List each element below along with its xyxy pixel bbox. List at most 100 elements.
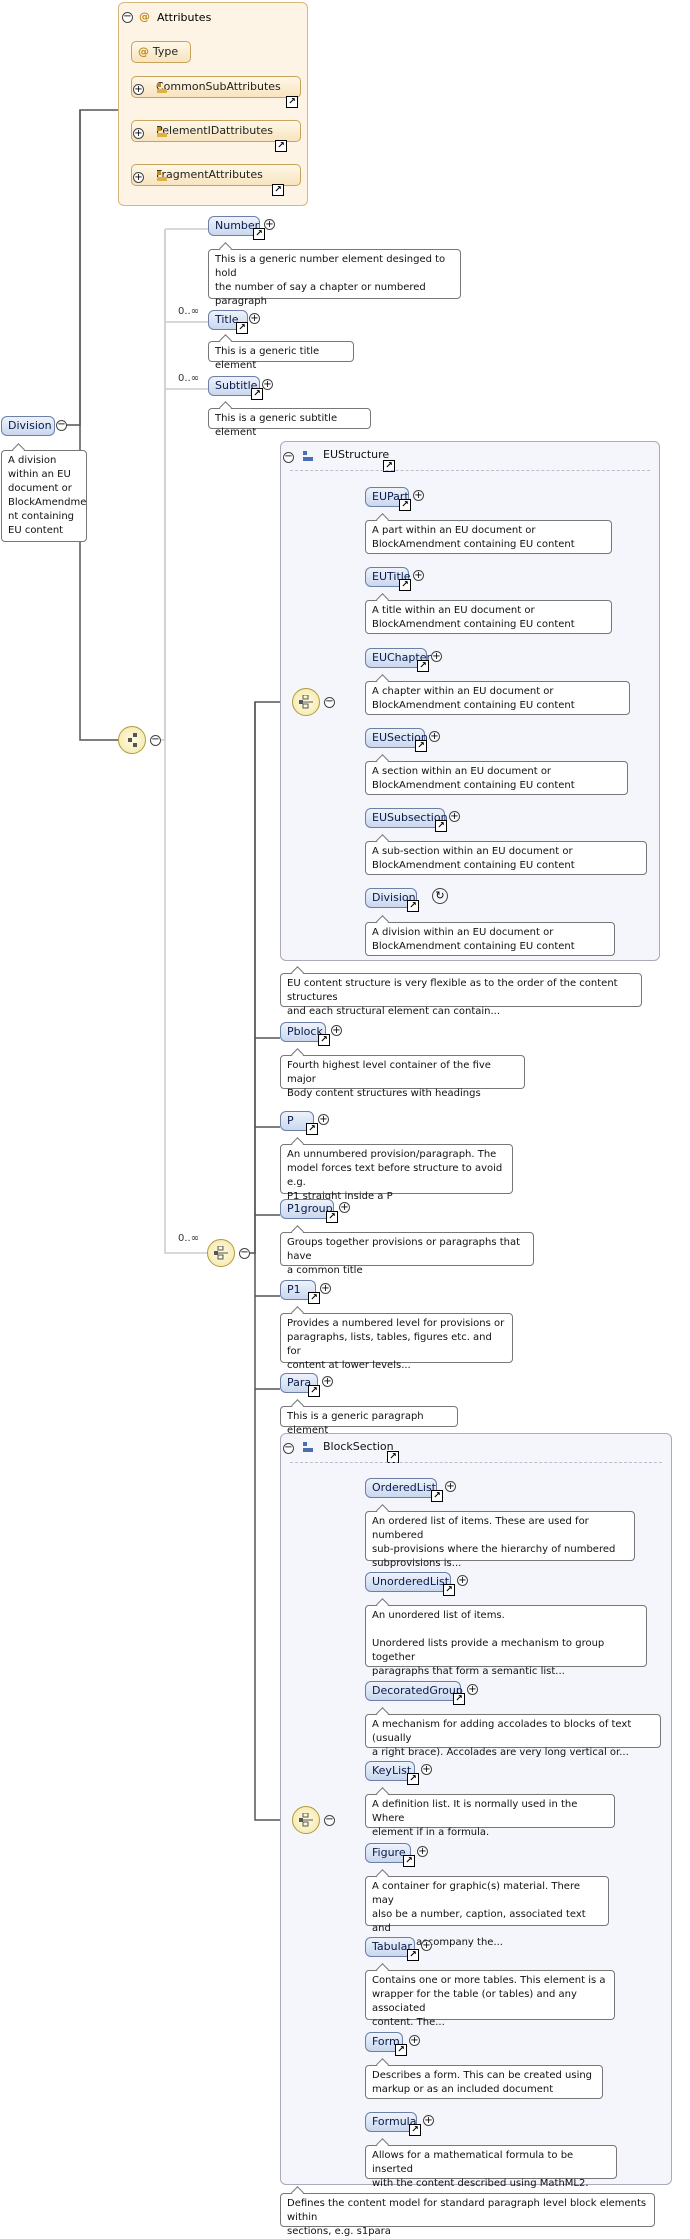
expand-icon[interactable]: + bbox=[262, 379, 273, 390]
attribute-group-icon bbox=[157, 83, 167, 95]
expand-icon[interactable]: + bbox=[457, 1575, 468, 1586]
expand-icon[interactable]: + bbox=[423, 2115, 434, 2126]
element-eusection[interactable]: EUSection bbox=[365, 728, 428, 748]
collapse-icon[interactable]: − bbox=[283, 1442, 294, 1454]
link-icon[interactable]: ↗ bbox=[272, 184, 284, 196]
link-icon[interactable]: ↗ bbox=[409, 2124, 421, 2136]
expand-icon[interactable]: + bbox=[409, 2035, 420, 2046]
link-icon[interactable]: ↗ bbox=[403, 1855, 415, 1867]
element-orderedlist[interactable]: OrderedList bbox=[365, 1478, 437, 1498]
link-icon[interactable]: ↗ bbox=[417, 660, 429, 672]
element-annotation: This is a generic title element bbox=[208, 341, 354, 371]
element-form[interactable]: Form bbox=[365, 2032, 403, 2052]
choice-compositor-icon[interactable] bbox=[292, 688, 320, 716]
choice-compositor-icon[interactable] bbox=[292, 1806, 320, 1834]
link-icon[interactable]: ↗ bbox=[383, 460, 395, 472]
link-icon[interactable]: ↗ bbox=[236, 322, 248, 334]
element-pblock[interactable]: Pblock bbox=[280, 1022, 326, 1042]
link-icon[interactable]: ↗ bbox=[318, 1034, 330, 1046]
expand-icon[interactable]: + bbox=[421, 1764, 432, 1775]
element-p1[interactable]: P1 bbox=[280, 1280, 316, 1300]
link-icon[interactable]: ↗ bbox=[395, 2044, 407, 2056]
element-figure[interactable]: Figure bbox=[365, 1843, 411, 1863]
link-icon[interactable]: ↗ bbox=[286, 96, 298, 108]
expand-icon[interactable]: + bbox=[264, 219, 275, 230]
element-eusubsection[interactable]: EUSubsection bbox=[365, 808, 448, 828]
attribute-label: PelementIDattributes bbox=[156, 124, 274, 137]
link-icon[interactable]: ↗ bbox=[453, 1693, 465, 1705]
link-icon[interactable]: ↗ bbox=[399, 579, 411, 591]
link-icon[interactable]: ↗ bbox=[308, 1385, 320, 1397]
expand-icon[interactable]: + bbox=[133, 84, 144, 95]
expand-icon[interactable]: + bbox=[421, 1940, 432, 1951]
collapse-icon[interactable]: − bbox=[56, 419, 67, 431]
link-icon[interactable]: ↗ bbox=[308, 1292, 320, 1304]
element-division[interactable]: Division bbox=[365, 888, 417, 908]
element-decoratedgroup[interactable]: DecoratedGroup bbox=[365, 1681, 463, 1701]
expand-icon[interactable]: + bbox=[429, 731, 440, 742]
sequence-compositor-icon[interactable] bbox=[118, 726, 146, 754]
expand-icon[interactable]: + bbox=[339, 1202, 350, 1213]
element-p1group[interactable]: P1group bbox=[280, 1199, 334, 1219]
element-para[interactable]: Para bbox=[280, 1373, 318, 1393]
link-icon[interactable]: ↗ bbox=[431, 1490, 443, 1502]
link-icon[interactable]: ↗ bbox=[407, 1949, 419, 1961]
element-annotation: This is a generic paragraph element bbox=[280, 1406, 458, 1436]
attribute-group-fragmentattributes[interactable]: FragmentAttributes bbox=[131, 164, 301, 186]
link-icon[interactable]: ↗ bbox=[407, 1773, 419, 1785]
expand-icon[interactable]: + bbox=[417, 1846, 428, 1857]
element-unorderedlist[interactable]: UnorderedList bbox=[365, 1572, 451, 1592]
element-euchapter[interactable]: EUChapter bbox=[365, 648, 431, 668]
element-annotation: An unnumbered provision/paragraph. The m… bbox=[280, 1144, 513, 1202]
group-divider bbox=[290, 1462, 662, 1463]
link-icon[interactable]: ↗ bbox=[387, 1451, 399, 1463]
root-element-division[interactable]: Division bbox=[1, 416, 55, 436]
collapse-icon[interactable]: − bbox=[239, 1247, 250, 1259]
collapse-icon[interactable]: − bbox=[283, 451, 294, 463]
expand-icon[interactable]: + bbox=[431, 651, 442, 662]
element-subtitle[interactable]: Subtitle bbox=[208, 376, 260, 396]
link-icon[interactable]: ↗ bbox=[326, 1211, 338, 1223]
expand-icon[interactable]: + bbox=[445, 1481, 456, 1492]
link-icon[interactable]: ↗ bbox=[306, 1123, 318, 1135]
link-icon[interactable]: ↗ bbox=[253, 228, 265, 240]
expand-icon[interactable]: + bbox=[318, 1114, 329, 1125]
element-number[interactable]: Number bbox=[208, 216, 260, 236]
link-icon[interactable]: ↗ bbox=[399, 499, 411, 511]
element-annotation: This is a generic number element desinge… bbox=[208, 249, 461, 307]
attribute-group-commonsubattributes[interactable]: CommonSubAttributes bbox=[131, 76, 301, 98]
attribute-group-pelementidattributes[interactable]: PelementIDattributes bbox=[131, 120, 301, 142]
element-annotation: A sub-section within an EU document or B… bbox=[365, 841, 647, 875]
attributes-panel: − @ Attributes @ Type CommonSubAttribute… bbox=[118, 2, 308, 206]
expand-icon[interactable]: + bbox=[449, 811, 460, 822]
expand-icon[interactable]: + bbox=[249, 313, 260, 324]
link-icon[interactable]: ↗ bbox=[275, 140, 287, 152]
link-icon[interactable]: ↗ bbox=[415, 740, 427, 752]
collapse-icon[interactable]: − bbox=[122, 11, 133, 23]
occurrence-label: 0..∞ bbox=[178, 373, 200, 384]
collapse-icon[interactable]: − bbox=[324, 696, 335, 708]
attribute-type[interactable]: @ Type bbox=[131, 41, 191, 63]
expand-icon[interactable]: + bbox=[413, 490, 424, 501]
expand-icon[interactable]: + bbox=[331, 1025, 342, 1036]
link-icon[interactable]: ↗ bbox=[443, 1584, 455, 1596]
expand-icon[interactable]: + bbox=[322, 1376, 333, 1387]
expand-icon[interactable]: + bbox=[133, 172, 144, 183]
element-tabular[interactable]: Tabular bbox=[365, 1937, 415, 1957]
element-keylist[interactable]: KeyList bbox=[365, 1761, 415, 1781]
collapse-icon[interactable]: − bbox=[150, 734, 161, 746]
expand-icon[interactable]: + bbox=[467, 1684, 478, 1695]
element-annotation: A division within an EU document or Bloc… bbox=[365, 922, 615, 956]
recursion-icon[interactable]: ↻ bbox=[432, 888, 448, 904]
expand-icon[interactable]: + bbox=[133, 128, 144, 139]
expand-icon[interactable]: + bbox=[413, 570, 424, 581]
collapse-icon[interactable]: − bbox=[324, 1814, 335, 1826]
link-icon[interactable]: ↗ bbox=[251, 388, 263, 400]
expand-icon[interactable]: + bbox=[320, 1283, 331, 1294]
element-p[interactable]: P bbox=[280, 1111, 314, 1131]
choice-compositor-icon[interactable] bbox=[207, 1239, 235, 1267]
element-annotation: This is a generic subtitle element bbox=[208, 408, 371, 438]
element-formula[interactable]: Formula bbox=[365, 2112, 417, 2132]
link-icon[interactable]: ↗ bbox=[407, 900, 419, 912]
link-icon[interactable]: ↗ bbox=[435, 820, 447, 832]
